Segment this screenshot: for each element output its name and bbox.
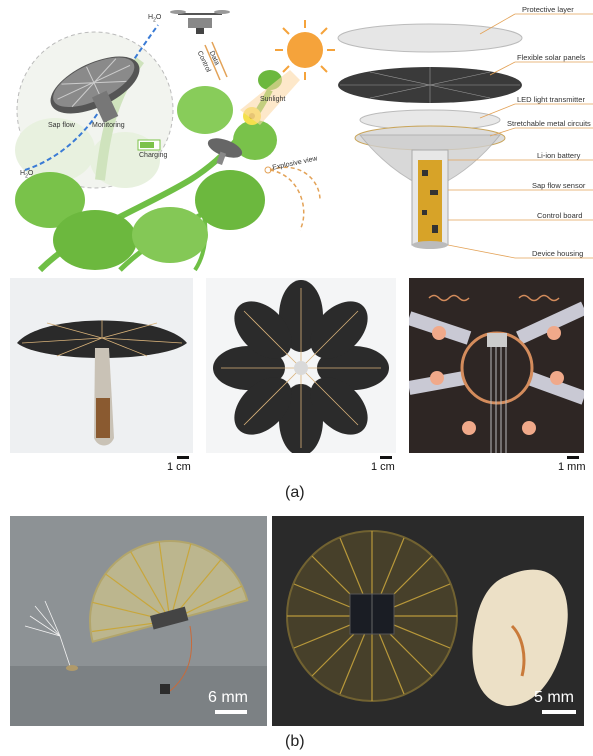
exploded-view-panel: Protective layer Flexible solar panels L… — [330, 0, 593, 275]
photo-circuit-closeup — [409, 278, 584, 453]
h2o-top-label: H2O — [148, 14, 161, 23]
h2o-bottom-label: H2O — [20, 170, 33, 179]
caption-b: (b) — [285, 733, 305, 751]
exploded-device-drawing — [330, 0, 593, 275]
illustration-panel: H2O H2O Sap flow Monitoring Charging Dat… — [0, 0, 340, 275]
caption-a: (a) — [285, 484, 305, 502]
photo-device-top — [206, 278, 396, 453]
monitoring-label: Monitoring — [92, 122, 125, 129]
scale-bar-b1 — [215, 710, 247, 714]
scale-bar-2 — [380, 456, 392, 459]
layer-label-sapflow: Sap flow sensor — [532, 181, 585, 190]
scale-label-b1: 6 mm — [208, 689, 248, 707]
scale-bar-b2 — [542, 710, 576, 714]
layer-label-control: Control board — [537, 211, 582, 220]
sap-flow-label: Sap flow — [48, 122, 75, 129]
scale-label-b2: 5 mm — [534, 689, 574, 707]
circuit-closeup — [409, 278, 584, 453]
layer-label-solar: Flexible solar panels — [517, 53, 585, 62]
plant-illustration — [0, 0, 340, 275]
photo-device-side — [10, 278, 193, 453]
flower-solar-device — [206, 278, 396, 453]
photo-dandelion-device: 6 mm — [10, 516, 267, 726]
photo-seed-device: 5 mm — [272, 516, 584, 726]
scale-label-2: 1 cm — [371, 461, 395, 473]
layer-label-protective: Protective layer — [522, 5, 574, 14]
layer-label-housing: Device housing — [532, 249, 583, 258]
scale-label-1: 1 cm — [167, 461, 191, 473]
scale-bar-1 — [177, 456, 189, 459]
layer-label-battery: Li-ion battery — [537, 151, 580, 160]
layer-label-led: LED light transmitter — [517, 95, 585, 104]
scale-label-3: 1 mm — [558, 461, 586, 473]
sunlight-label: Sunlight — [260, 96, 285, 103]
layer-label-circuits: Stretchable metal circuits — [507, 119, 591, 128]
scale-bar-3 — [567, 456, 579, 459]
charging-label: Charging — [139, 152, 167, 159]
